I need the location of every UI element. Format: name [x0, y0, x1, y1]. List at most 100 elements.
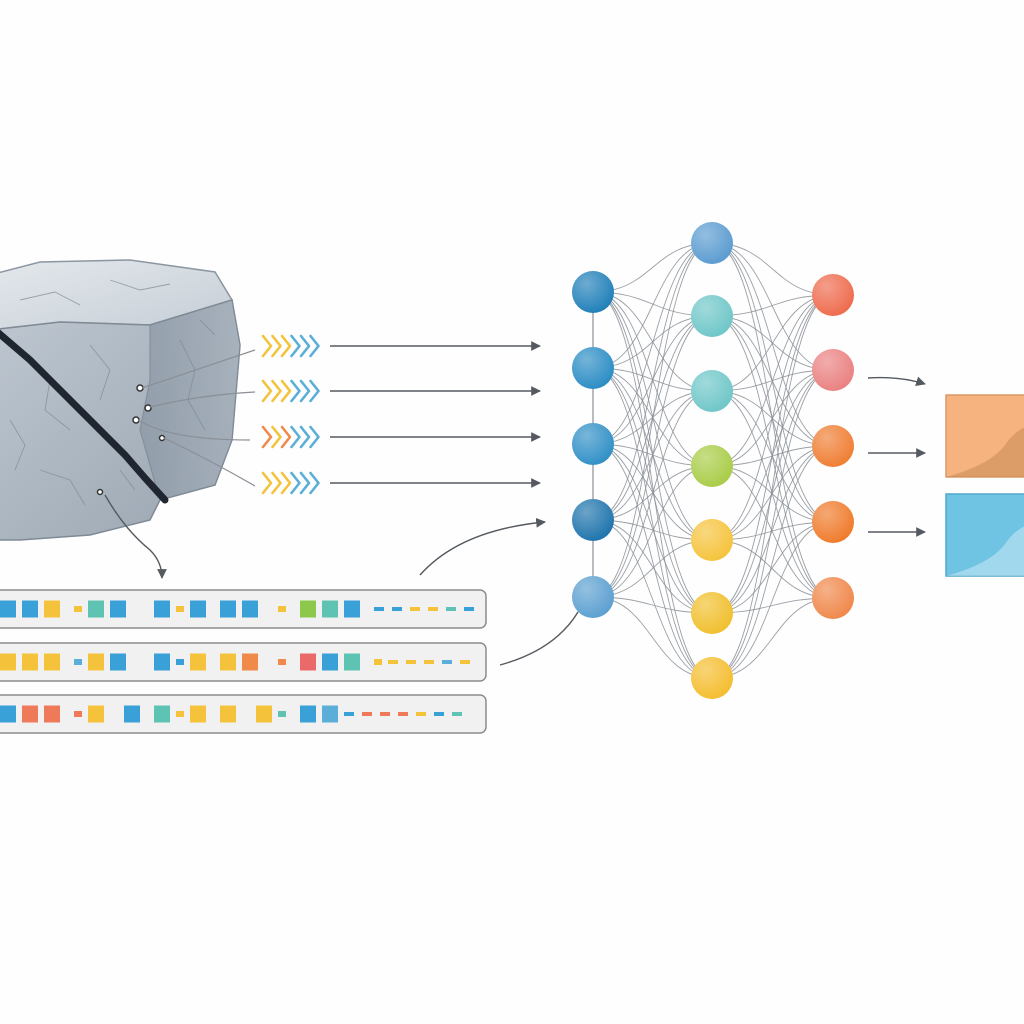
- signal-chevron: [261, 471, 273, 495]
- sequence-block: [44, 653, 60, 671]
- signal-chevron: [261, 425, 273, 449]
- output-node: [812, 577, 854, 619]
- network-link: [592, 367, 713, 679]
- output-node: [812, 501, 854, 543]
- sequence-block: [110, 653, 126, 671]
- sequence-block: [0, 705, 16, 723]
- signal-chevron: [271, 379, 282, 403]
- sequence-dash: [464, 607, 474, 611]
- signal-chevron: [290, 425, 301, 449]
- sequence-block: [176, 606, 184, 612]
- tracks-to-network-arrow: [419, 517, 546, 576]
- signal-chevron: [280, 471, 292, 495]
- network-link: [592, 242, 713, 598]
- sequence-block: [110, 600, 126, 618]
- node-shine: [812, 274, 854, 316]
- sequence-dash: [406, 660, 416, 664]
- network-link: [592, 315, 713, 598]
- sequence-block: [322, 600, 338, 618]
- network-link: [711, 369, 834, 614]
- network-link: [711, 369, 834, 679]
- node-shine: [572, 423, 614, 465]
- sequence-block: [88, 600, 104, 618]
- network-link: [592, 443, 713, 679]
- track-bar: [0, 694, 487, 734]
- signal-chevron: [309, 471, 320, 495]
- node-shine: [691, 592, 733, 634]
- network-link: [711, 445, 834, 614]
- network-link: [711, 521, 834, 679]
- sequence-block: [242, 653, 258, 671]
- sequence-block: [278, 606, 286, 612]
- sequence-dash: [392, 607, 402, 611]
- signal-chevron: [309, 379, 320, 403]
- signal-chevron: [271, 425, 282, 449]
- hidden-node: [691, 657, 733, 699]
- sequence-block: [154, 600, 170, 618]
- signal-chevron: [290, 379, 301, 403]
- network-link: [711, 294, 834, 541]
- sequence-dash: [410, 607, 420, 611]
- input-node: [572, 423, 614, 465]
- output-panel: [945, 394, 1024, 478]
- sequence-block: [190, 705, 206, 723]
- node-shine: [812, 501, 854, 543]
- node-shine: [812, 349, 854, 391]
- input-node: [572, 347, 614, 389]
- flow-curves: [104, 494, 579, 666]
- sequence-dash: [398, 712, 408, 716]
- sequence-block: [220, 653, 236, 671]
- sequence-block: [300, 600, 316, 618]
- node-shine: [812, 425, 854, 467]
- sequence-dash: [374, 607, 384, 611]
- sequence-block: [242, 600, 258, 618]
- network-link: [711, 294, 834, 467]
- sequence-block: [322, 705, 338, 723]
- sequence-dash: [388, 660, 398, 664]
- node-shine: [572, 347, 614, 389]
- network-link: [592, 291, 713, 614]
- rock-side-face: [139, 299, 241, 501]
- node-shine: [572, 271, 614, 313]
- network-link: [592, 367, 713, 541]
- output-card: [945, 493, 1024, 577]
- sequence-block: [44, 705, 60, 723]
- signal-chevron: [280, 425, 292, 449]
- sequence-block: [278, 659, 286, 665]
- output-node: [812, 274, 854, 316]
- input-node: [572, 499, 614, 541]
- network-link: [592, 390, 713, 598]
- signal-chevron: [299, 334, 311, 358]
- signal-chevron: [290, 334, 301, 358]
- network-link: [711, 242, 834, 523]
- sequence-block: [154, 653, 170, 671]
- signal-chevron: [271, 334, 282, 358]
- input-node: [572, 576, 614, 618]
- sequence-block: [300, 705, 316, 723]
- sequence-block: [278, 711, 286, 717]
- sequence-track: [0, 694, 487, 734]
- sequence-block: [74, 606, 82, 612]
- sequence-block: [220, 705, 236, 723]
- sequence-block: [44, 600, 60, 618]
- sequence-block: [88, 653, 104, 671]
- sequence-block: [176, 659, 184, 665]
- output-card-curl: [946, 427, 1024, 477]
- hidden-node: [691, 295, 733, 337]
- sensor-leads: [137, 349, 256, 487]
- sequence-block: [322, 653, 338, 671]
- sequence-block: [22, 705, 38, 723]
- hidden-node: [691, 592, 733, 634]
- hidden-node: [691, 370, 733, 412]
- network-link: [592, 443, 713, 614]
- sequence-dash: [416, 712, 426, 716]
- output-panels: [945, 394, 1024, 577]
- signal-chevron: [261, 379, 273, 403]
- signal-chevron: [261, 334, 273, 358]
- sensor-point: [144, 404, 152, 412]
- output-arrows: [867, 376, 926, 537]
- network-nodes: [572, 222, 854, 699]
- network-link: [592, 242, 713, 521]
- rock-to-tracks-arrow: [104, 494, 167, 579]
